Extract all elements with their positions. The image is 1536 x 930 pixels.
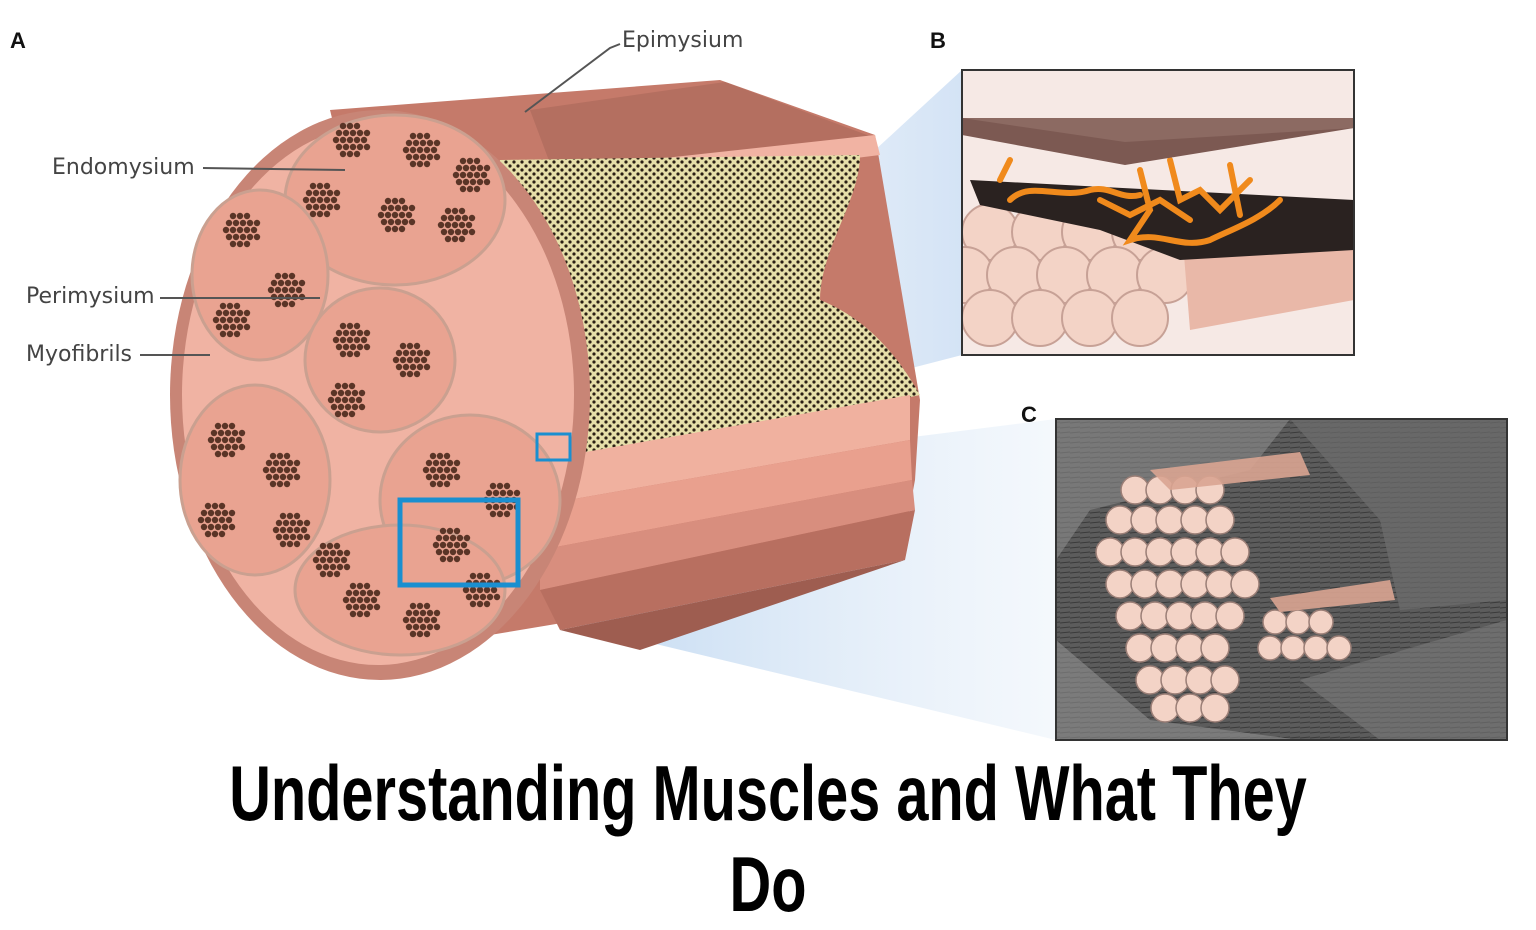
- highlight-box-small: [535, 432, 572, 462]
- panel-c-frame: [1055, 418, 1508, 741]
- myofibrils-label: Myofibrils: [26, 342, 133, 367]
- muscle-diagram: [140, 43, 1508, 741]
- panel-c-illustration: [1056, 419, 1507, 740]
- panel-b-illustration: [962, 70, 1354, 355]
- page-title: Understanding Muscles and What They Do: [229, 749, 1307, 928]
- highlight-box-large: [397, 497, 521, 588]
- endomysium-label: Endomysium: [52, 155, 195, 180]
- cross-section: [170, 110, 590, 680]
- perimysium-label: Perimysium: [26, 284, 155, 309]
- epimysium-label: Epimysium: [622, 28, 744, 53]
- endomysium-leader: [202, 167, 346, 171]
- epimysium-leader: [524, 43, 621, 113]
- panel-label-b: B: [930, 28, 946, 53]
- panel-label-c: C: [1021, 402, 1037, 427]
- panel-b-frame: [961, 69, 1355, 356]
- panel-label-a: A: [10, 28, 26, 53]
